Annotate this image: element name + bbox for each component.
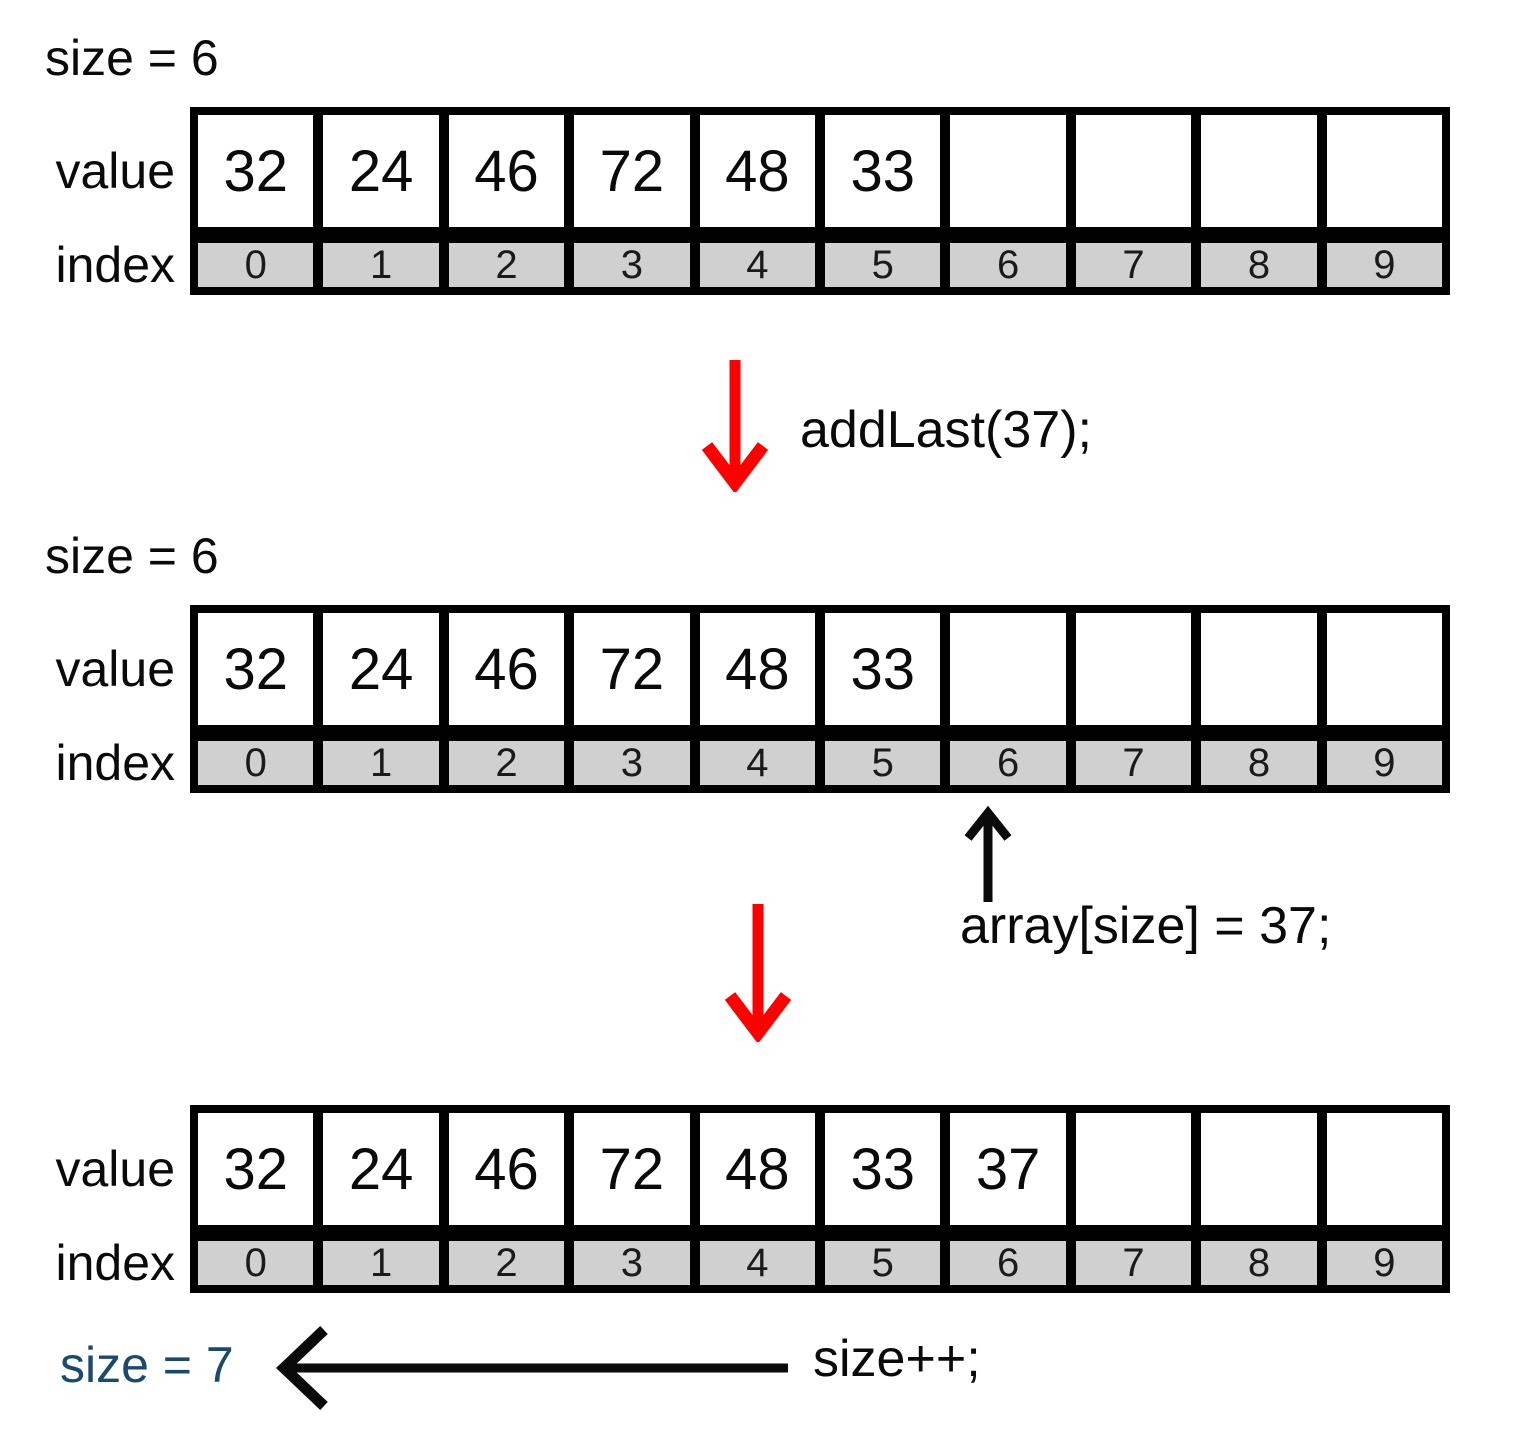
value-cell: 32 — [198, 115, 324, 227]
value-cell — [950, 613, 1076, 725]
value-cell: 37 — [950, 1113, 1076, 1225]
index-cell: 9 — [1326, 1241, 1443, 1285]
value-cell: 32 — [198, 1113, 324, 1225]
index-cell: 5 — [825, 1241, 951, 1285]
index-cell: 4 — [699, 741, 826, 785]
up-arrow-icon — [964, 806, 1012, 902]
index-row-label-state1: index — [55, 237, 175, 293]
value-cell — [1075, 115, 1202, 227]
value-cell: 46 — [448, 613, 575, 725]
index-cell: 5 — [825, 243, 951, 287]
index-cell: 9 — [1326, 243, 1443, 287]
index-cell: 4 — [699, 243, 826, 287]
value-row-label-state1: value — [55, 143, 175, 199]
index-cell: 8 — [1201, 1241, 1327, 1285]
value-cell: 33 — [825, 115, 951, 227]
value-cell: 24 — [323, 115, 449, 227]
index-cell: 1 — [323, 1241, 449, 1285]
index-cell: 7 — [1075, 741, 1202, 785]
index-cell: 6 — [950, 243, 1076, 287]
index-row-label-state3: index — [55, 1235, 175, 1291]
size-label-final: size = 7 — [60, 1337, 234, 1393]
value-cell: 46 — [448, 115, 575, 227]
index-cell: 8 — [1201, 243, 1327, 287]
increment-statement-label: size++; — [813, 1330, 981, 1388]
index-cell: 2 — [448, 741, 575, 785]
index-cell: 5 — [825, 741, 951, 785]
red-down-arrow-icon — [724, 904, 792, 1042]
value-cell — [1075, 613, 1202, 725]
value-cell — [1201, 1113, 1327, 1225]
value-cell — [1326, 1113, 1443, 1225]
red-down-arrow-icon — [701, 360, 769, 492]
value-cell: 24 — [323, 613, 449, 725]
value-cell: 48 — [699, 115, 826, 227]
index-cell: 0 — [198, 1241, 324, 1285]
value-cell — [1201, 115, 1327, 227]
value-cell: 72 — [574, 115, 700, 227]
index-cell: 0 — [198, 741, 324, 785]
index-cell: 9 — [1326, 741, 1443, 785]
value-cell — [1326, 613, 1443, 725]
value-cell — [950, 115, 1076, 227]
index-cell: 3 — [574, 1241, 700, 1285]
index-cell: 6 — [950, 1241, 1076, 1285]
index-cell: 6 — [950, 741, 1076, 785]
value-cell: 24 — [323, 1113, 449, 1225]
value-cell — [1075, 1113, 1202, 1225]
addlast-call-label: addLast(37); — [800, 401, 1092, 459]
index-cell: 2 — [448, 1241, 575, 1285]
value-cell: 48 — [699, 613, 826, 725]
value-cell: 32 — [198, 613, 324, 725]
value-cell: 72 — [574, 613, 700, 725]
value-cell — [1326, 115, 1443, 227]
index-cell: 3 — [574, 243, 700, 287]
value-row-label-state3: value — [55, 1141, 175, 1197]
value-cell: 33 — [825, 1113, 951, 1225]
value-cell — [1201, 613, 1327, 725]
value-row-label-state2: value — [55, 641, 175, 697]
index-cell: 1 — [323, 741, 449, 785]
index-cell: 7 — [1075, 243, 1202, 287]
index-cell: 0 — [198, 243, 324, 287]
size-label-state2: size = 6 — [45, 528, 219, 584]
value-cell: 48 — [699, 1113, 826, 1225]
index-cell: 7 — [1075, 1241, 1202, 1285]
size-label-state1: size = 6 — [45, 30, 219, 86]
index-row-label-state2: index — [55, 735, 175, 791]
index-cell: 4 — [699, 1241, 826, 1285]
value-cell: 46 — [448, 1113, 575, 1225]
value-cell: 72 — [574, 1113, 700, 1225]
index-cell: 3 — [574, 741, 700, 785]
assign-statement-label: array[size] = 37; — [960, 897, 1332, 955]
index-cell: 8 — [1201, 741, 1327, 785]
index-cell: 2 — [448, 243, 575, 287]
value-cell: 33 — [825, 613, 951, 725]
left-arrow-icon — [276, 1326, 788, 1410]
index-cell: 1 — [323, 243, 449, 287]
